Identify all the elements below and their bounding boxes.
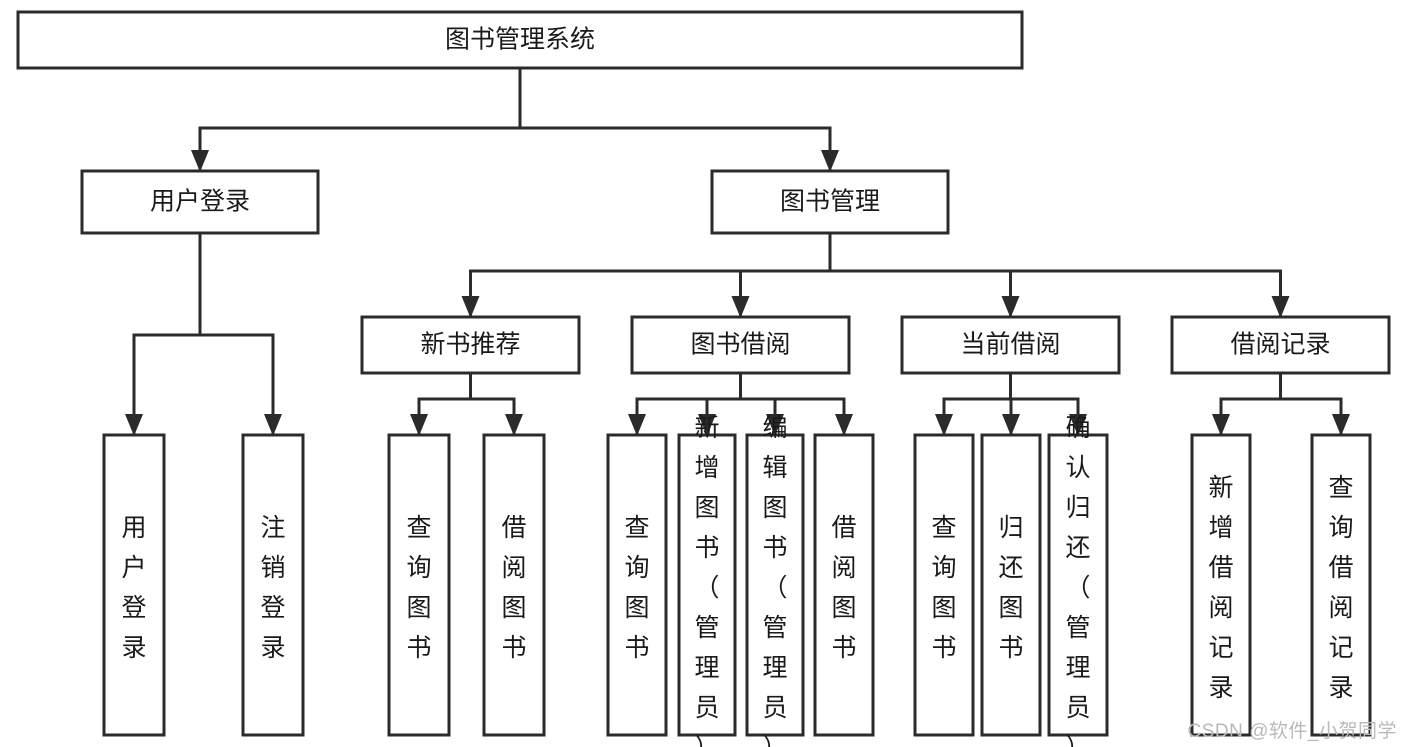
arrow-head <box>1001 296 1020 318</box>
node-box <box>241 433 305 737</box>
node-label: 查询图书 <box>624 514 649 662</box>
node-label: 归还图书 <box>998 514 1023 662</box>
node-book-borrow[interactable]: 图书借阅 <box>630 315 851 375</box>
node-root[interactable]: 图书管理系统 <box>16 10 1024 70</box>
node-leaf-query-book-2[interactable]: 查询图书 <box>606 433 668 737</box>
node-label: 借阅记录 <box>1230 331 1330 359</box>
node-label: 新增借阅记录 <box>1208 474 1233 702</box>
node-book-manage[interactable]: 图书管理 <box>710 169 950 235</box>
node-leaf-return-book[interactable]: 归还图书 <box>980 433 1042 737</box>
arrow-head <box>698 414 716 436</box>
arrow-head <box>766 414 784 436</box>
node-box <box>1310 433 1372 737</box>
connector-group-new-book-rec <box>410 371 523 436</box>
node-layer: 图书管理系统用户登录图书管理新书推荐图书借阅当前借阅借阅记录用户登录注销登录查询… <box>16 10 1391 747</box>
connector-group-borrow-record <box>1212 371 1350 436</box>
node-label: 查询图书 <box>931 514 956 662</box>
node-label: 编辑图书（管理员） <box>762 414 787 747</box>
node-box <box>16 10 1024 70</box>
arrow-head <box>1002 414 1020 436</box>
node-box <box>387 433 451 737</box>
arrow-head <box>628 414 646 436</box>
node-new-book-rec[interactable]: 新书推荐 <box>360 315 581 375</box>
arrow-head <box>264 414 282 436</box>
node-current-borrow[interactable]: 当前借阅 <box>900 315 1121 375</box>
node-box <box>813 433 875 737</box>
node-label: 查询借阅记录 <box>1328 474 1353 702</box>
node-label: 新增图书（管理员） <box>694 414 719 747</box>
connector-group-root <box>191 66 839 172</box>
node-leaf-borrow-book-1[interactable]: 借阅图书 <box>482 433 546 737</box>
arrow-head <box>1332 414 1350 436</box>
node-box <box>900 315 1121 375</box>
node-box <box>80 169 320 235</box>
arrow-head <box>835 414 853 436</box>
node-leaf-edit-book[interactable]: 编辑图书（管理员） <box>745 414 805 747</box>
node-label: 新书推荐 <box>420 331 520 359</box>
arrow-head <box>461 296 480 318</box>
node-leaf-user-logout[interactable]: 注销登录 <box>241 433 305 737</box>
node-box <box>710 169 950 235</box>
node-leaf-add-record[interactable]: 新增借阅记录 <box>1190 433 1252 737</box>
connector-group-user-login <box>125 231 282 436</box>
node-label: 借阅图书 <box>501 514 526 662</box>
arrow-head <box>1212 414 1230 436</box>
node-leaf-query-book-1[interactable]: 查询图书 <box>387 433 451 737</box>
node-label: 图书借阅 <box>690 331 790 359</box>
node-label: 用户登录 <box>150 188 250 216</box>
node-box <box>745 433 805 737</box>
node-label: 用户登录 <box>121 514 146 662</box>
connector-group-book-manage <box>461 231 1290 318</box>
connector-group-current-borrow <box>935 371 1087 436</box>
arrow-head <box>410 414 428 436</box>
node-label: 查询图书 <box>406 514 431 662</box>
node-user-login[interactable]: 用户登录 <box>80 169 320 235</box>
node-leaf-query-record[interactable]: 查询借阅记录 <box>1310 433 1372 737</box>
node-label: 注销登录 <box>260 514 285 662</box>
node-box <box>1170 315 1391 375</box>
node-box <box>102 433 166 737</box>
node-label: 图书管理系统 <box>445 26 595 54</box>
node-leaf-confirm-return[interactable]: 确认归还（管理员） <box>1047 414 1109 747</box>
arrow-head <box>821 150 839 172</box>
node-label: 图书管理 <box>780 188 880 216</box>
node-box <box>630 315 851 375</box>
node-label: 借阅图书 <box>831 514 856 662</box>
node-borrow-record[interactable]: 借阅记录 <box>1170 315 1391 375</box>
arrow-head <box>1069 414 1087 436</box>
node-leaf-borrow-book-2[interactable]: 借阅图书 <box>813 433 875 737</box>
node-leaf-query-book-3[interactable]: 查询图书 <box>913 433 975 737</box>
node-box <box>1047 433 1109 737</box>
node-box <box>1190 433 1252 737</box>
arrow-head <box>125 414 143 436</box>
node-label: 确认归还（管理员） <box>1065 414 1090 747</box>
node-leaf-user-login[interactable]: 用户登录 <box>102 433 166 737</box>
arrow-head <box>935 414 953 436</box>
connector-group-book-borrow <box>628 371 853 436</box>
arrow-head <box>1271 296 1290 318</box>
node-box <box>606 433 668 737</box>
node-box <box>482 433 546 737</box>
node-box <box>677 433 737 737</box>
node-box <box>913 433 975 737</box>
connector-layer <box>125 66 1350 436</box>
node-box <box>980 433 1042 737</box>
arrow-head <box>731 296 750 318</box>
arrow-head <box>191 150 209 172</box>
arrow-head <box>505 414 523 436</box>
node-label: 当前借阅 <box>960 331 1060 359</box>
node-box <box>360 315 581 375</box>
node-leaf-add-book[interactable]: 新增图书（管理员） <box>677 414 737 747</box>
